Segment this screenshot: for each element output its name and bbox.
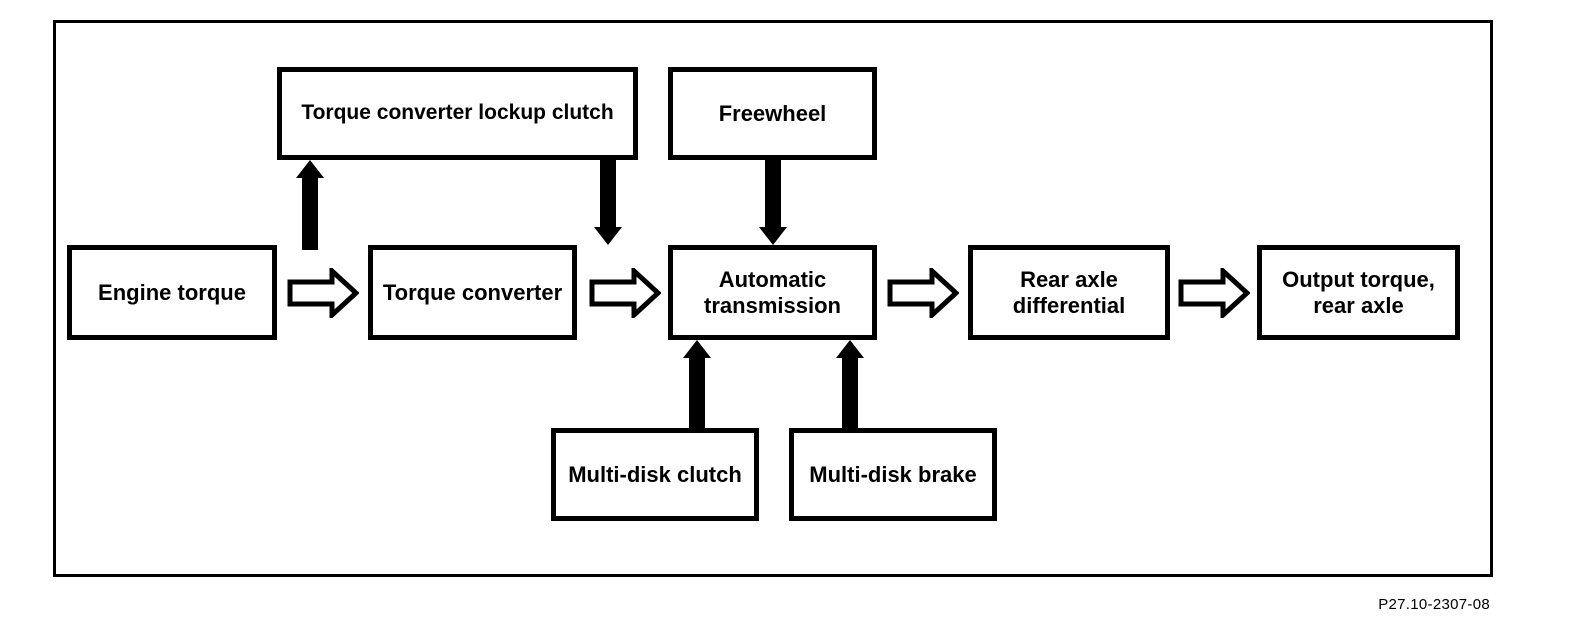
box-output-torque-rear-axle-label: Output torque, rear axle — [1282, 266, 1435, 318]
solid-arrow-up-from-multi-disk-clutch-icon — [683, 340, 711, 428]
box-engine-torque: Engine torque — [67, 245, 277, 340]
solid-arrow-up-to-lockup-clutch-icon — [296, 160, 324, 250]
arrow-shaft — [302, 176, 318, 250]
hollow-arrow-differential-to-output-icon — [1178, 268, 1250, 318]
arrow-shaft — [600, 160, 616, 229]
solid-arrow-down-from-freewheel-icon — [759, 160, 787, 245]
arrow-head — [296, 160, 324, 178]
solid-arrow-up-from-multi-disk-brake-icon — [836, 340, 864, 428]
box-freewheel: Freewheel — [668, 67, 877, 160]
box-engine-torque-label: Engine torque — [98, 279, 246, 305]
arrow-head — [759, 227, 787, 245]
box-rear-axle-differential: Rear axle differential — [968, 245, 1170, 340]
solid-arrow-down-from-lockup-clutch-icon — [594, 160, 622, 245]
box-multi-disk-brake-label: Multi-disk brake — [809, 461, 977, 487]
figure-number-caption: P27.10-2307-08 — [1378, 596, 1490, 613]
box-torque-converter-lockup-clutch: Torque converter lockup clutch — [277, 67, 638, 160]
box-torque-converter-label: Torque converter — [382, 279, 563, 305]
arrow-shaft — [689, 356, 705, 428]
hollow-arrow-converter-to-transmission-icon — [589, 268, 661, 318]
box-automatic-transmission: Automatic transmission — [668, 245, 877, 340]
box-torque-converter: Torque converter — [368, 245, 577, 340]
box-multi-disk-clutch-label: Multi-disk clutch — [568, 461, 742, 487]
box-freewheel-label: Freewheel — [718, 100, 827, 126]
box-torque-converter-lockup-clutch-label: Torque converter lockup clutch — [301, 101, 614, 125]
box-automatic-transmission-label: Automatic transmission — [704, 266, 841, 318]
arrow-head — [836, 340, 864, 358]
arrow-shaft — [765, 160, 781, 229]
box-output-torque-rear-axle: Output torque, rear axle — [1257, 245, 1460, 340]
arrow-head — [683, 340, 711, 358]
hollow-arrow-transmission-to-differential-icon — [887, 268, 959, 318]
box-multi-disk-brake: Multi-disk brake — [789, 428, 997, 521]
arrow-head — [594, 227, 622, 245]
arrow-shaft — [842, 356, 858, 428]
box-rear-axle-differential-label: Rear axle differential — [1012, 266, 1126, 318]
hollow-arrow-engine-to-converter-icon — [287, 268, 359, 318]
box-multi-disk-clutch: Multi-disk clutch — [551, 428, 759, 521]
